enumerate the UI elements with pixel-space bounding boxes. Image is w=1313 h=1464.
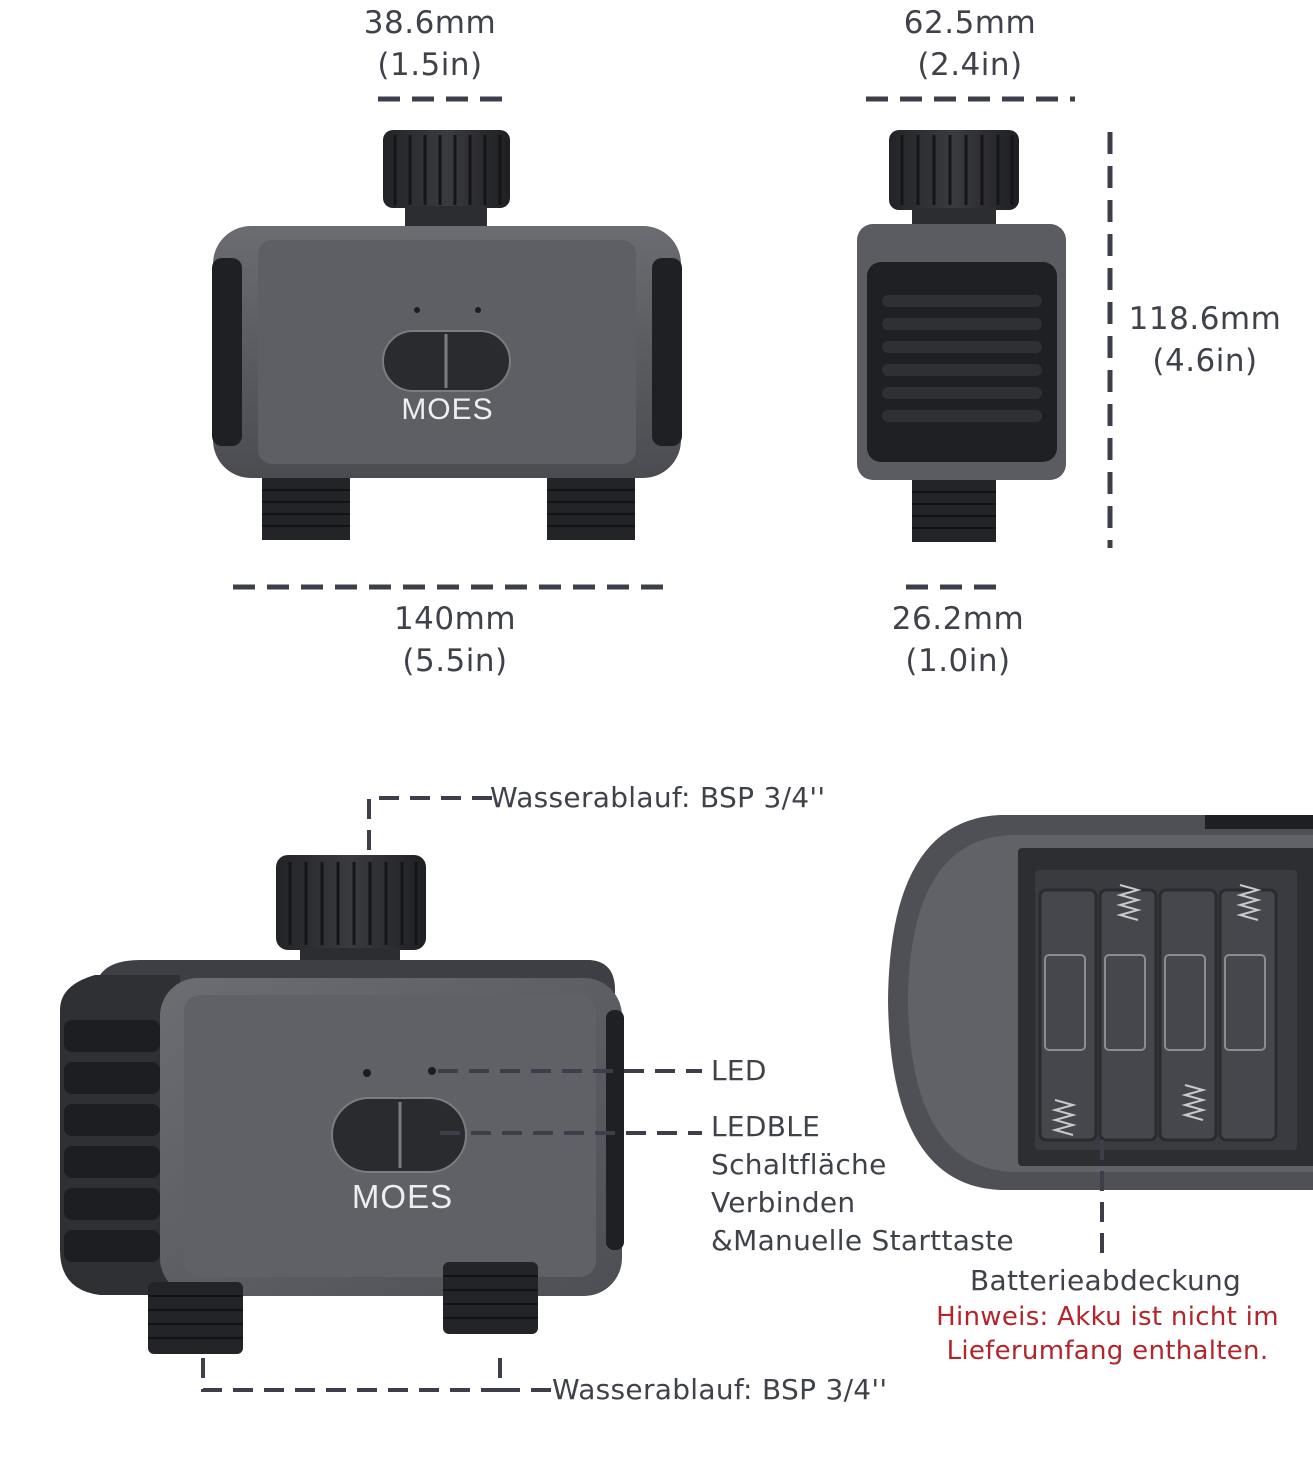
dim-in: (2.4in): [917, 47, 1023, 83]
dim-top-left: 38.6mm (1.5in): [330, 2, 530, 86]
callout-line-inlet: [367, 796, 498, 850]
brand-logo: MOES: [401, 393, 494, 426]
callout-button: LEDBLE Schaltfläche Verbinden &Manuelle …: [711, 1108, 1014, 1260]
dim-in: (5.5in): [402, 643, 508, 679]
callout-button-line: Schaltfläche: [711, 1148, 887, 1181]
dim-mm: 140mm: [393, 601, 517, 637]
dimension-lines: [233, 96, 1113, 590]
dim-mm: 26.2mm: [891, 601, 1025, 637]
dim-height: 118.6mm (4.6in): [1125, 298, 1285, 382]
dim-mm: 62.5mm: [903, 5, 1037, 41]
device-front-view: [212, 130, 682, 540]
callout-button-line: LEDBLE: [711, 1110, 821, 1143]
dim-mm: 118.6mm: [1128, 301, 1282, 337]
device-side-view: [857, 130, 1066, 542]
dim-mm: 38.6mm: [363, 5, 497, 41]
battery-note-line: Hinweis: Akku ist nicht im: [936, 1302, 1279, 1332]
dim-bottom-left: 140mm (5.5in): [355, 598, 555, 682]
callout-led: LED: [711, 1054, 767, 1087]
callout-inlet: Wasserablauf: BSP 3/4'': [490, 781, 826, 814]
callout-line-outlet: [201, 1358, 502, 1392]
dim-bottom-right: 26.2mm (1.0in): [858, 598, 1058, 682]
dim-in: (1.5in): [377, 47, 483, 83]
brand-logo: MOES: [351, 1178, 454, 1215]
battery-note-line: Lieferumfang enthalten.: [946, 1336, 1269, 1366]
callout-battery: Batterieabdeckung: [970, 1264, 1242, 1297]
battery-note: Hinweis: Akku ist nicht im Lieferumfang …: [935, 1300, 1280, 1368]
callout-outlet: Wasserablauf: BSP 3/4'': [552, 1373, 888, 1406]
dim-top-right: 62.5mm (2.4in): [870, 2, 1070, 86]
callout-button-line: Verbinden: [711, 1186, 856, 1219]
dim-in: (4.6in): [1152, 343, 1258, 379]
dim-in: (1.0in): [905, 643, 1011, 679]
callout-button-line: &Manuelle Starttaste: [711, 1224, 1014, 1257]
